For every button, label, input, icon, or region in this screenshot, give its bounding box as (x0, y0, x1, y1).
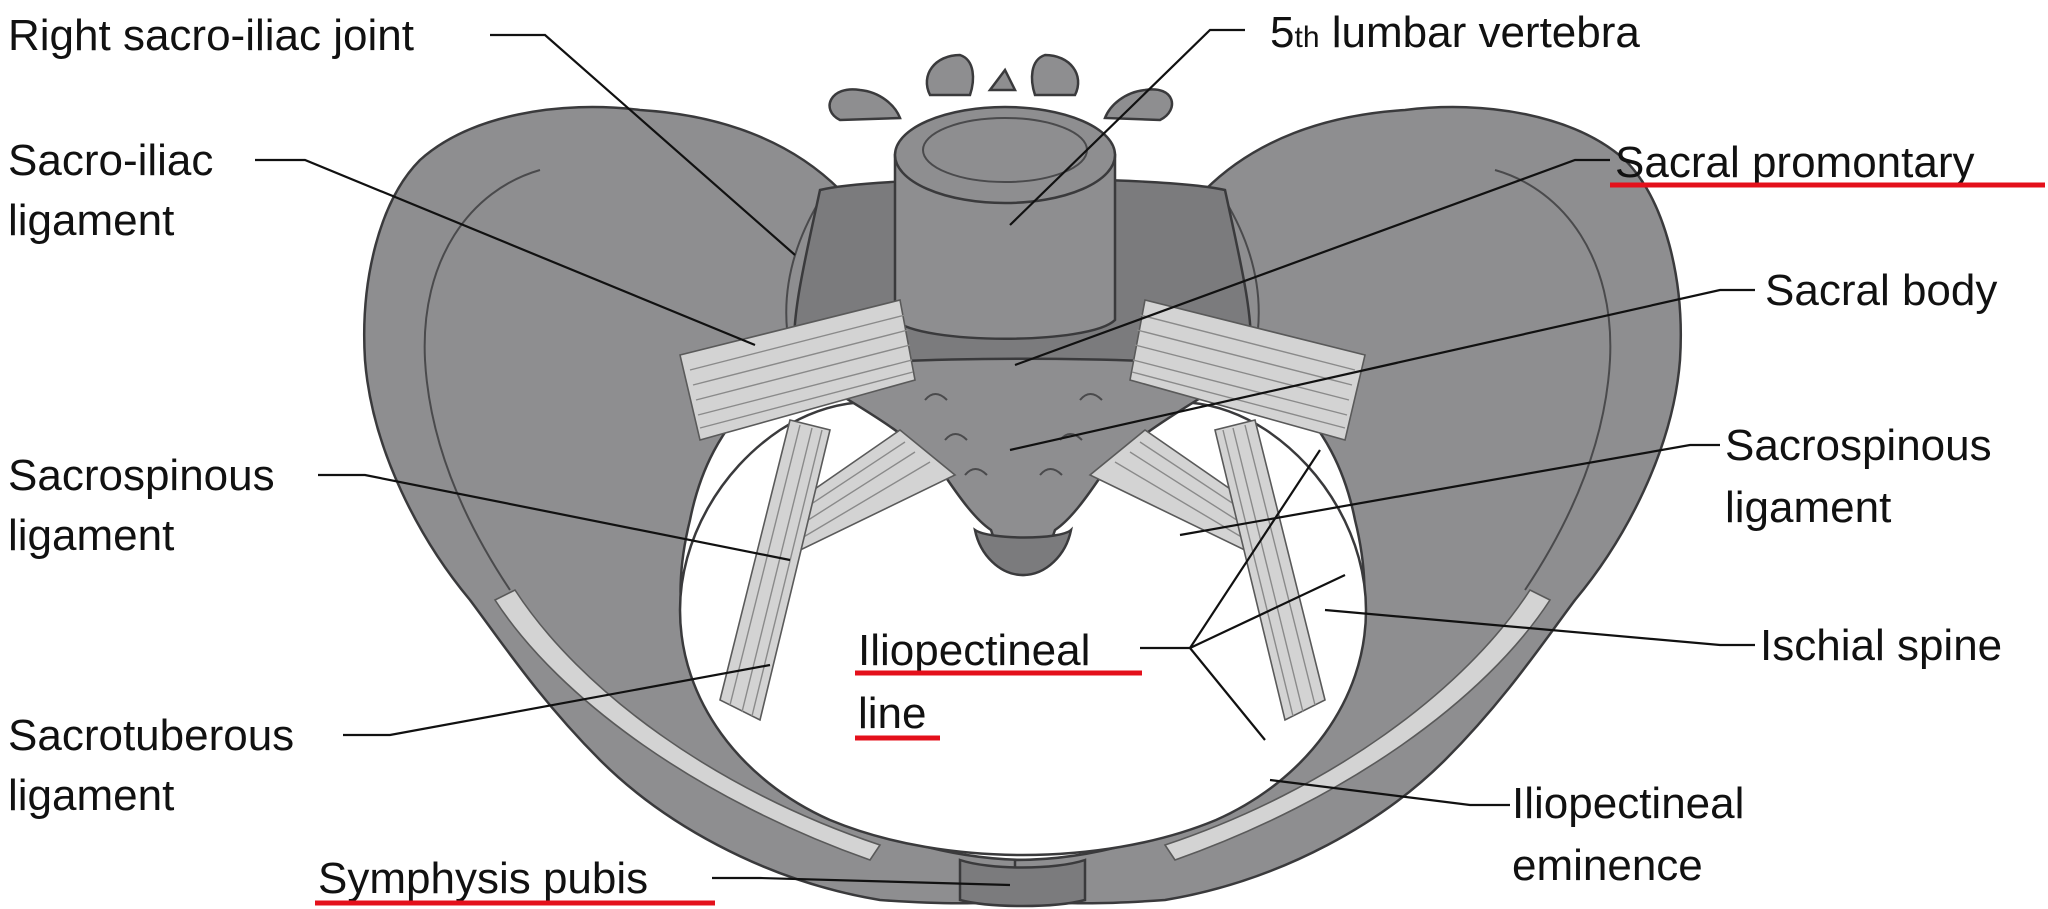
symphysis-pubis (960, 860, 1085, 906)
label-sacro-iliac-ligament-line1: Sacro-iliac (8, 136, 213, 185)
label-iliopectineal-line-line2: line (858, 689, 927, 738)
label-sacrotuberous-line2: ligament (8, 771, 174, 820)
label-sacrospinous-left-line2: ligament (8, 511, 174, 560)
label-ischial-spine: Ischial spine (1760, 621, 2002, 670)
label-sacrospinous-right-line1: Sacrospinous (1725, 421, 1992, 470)
label-5th-lumbar-vertebra-num: 5 (1270, 8, 1294, 57)
label-iliopectineal-eminence-line1: Iliopectineal (1512, 779, 1744, 828)
label-sacrospinous-left-line1: Sacrospinous (8, 451, 275, 500)
label-sacrospinous-right-line2: ligament (1725, 483, 1891, 532)
label-sacrotuberous-line1: Sacrotuberous (8, 711, 294, 760)
label-right-sacro-iliac-joint: Right sacro-iliac joint (8, 11, 414, 60)
label-5th-lumbar-vertebra-text: lumbar vertebra (1320, 8, 1641, 57)
label-5th-lumbar-vertebra: 5th lumbar vertebra (1270, 8, 1640, 57)
label-5th-lumbar-vertebra-suffix: th (1294, 21, 1319, 54)
label-sacral-promontary: Sacral promontary (1615, 138, 1974, 187)
label-iliopectineal-eminence-line2: eminence (1512, 841, 1703, 890)
label-sacro-iliac-ligament-line2: ligament (8, 196, 174, 245)
label-sacral-body: Sacral body (1765, 266, 1997, 315)
label-iliopectineal-line-line1: Iliopectineal (858, 626, 1090, 675)
label-symphysis-pubis: Symphysis pubis (318, 854, 648, 903)
